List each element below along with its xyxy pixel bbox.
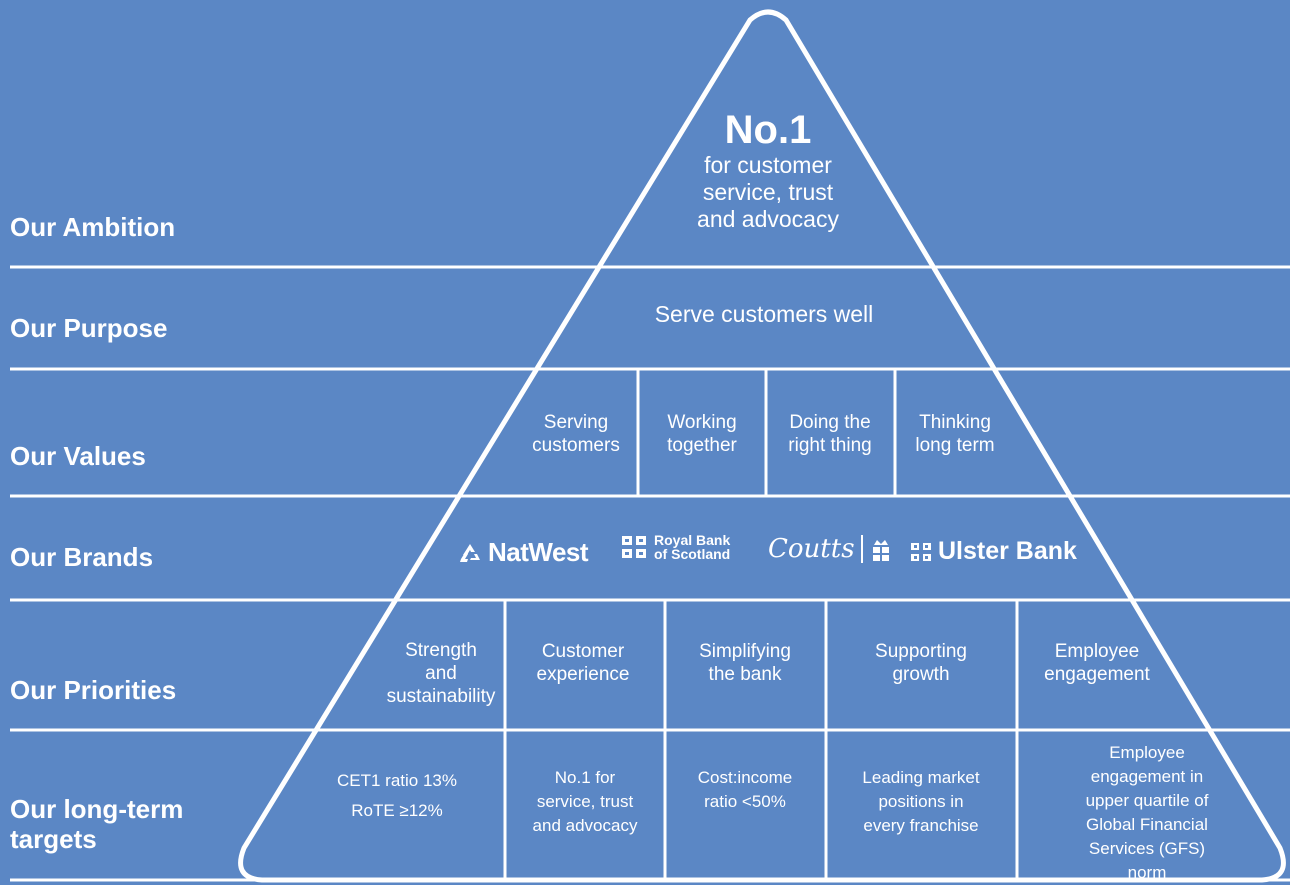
- level-label-values: Our Values: [10, 441, 146, 471]
- priority-cell: Supporting growth: [875, 640, 967, 686]
- ulster-daisy-icon: [911, 542, 931, 561]
- level-label-ambition: Our Ambition: [10, 212, 176, 242]
- target-line: engagement in: [1090, 767, 1204, 786]
- level-label-priorities: Our Priorities: [10, 675, 177, 705]
- level-label-targets: Our long-term targets: [10, 794, 184, 854]
- priority-cell: Customer experience: [537, 640, 630, 686]
- value-line: right thing: [788, 435, 872, 456]
- value-cell: Thinking long term: [915, 411, 994, 457]
- ambition-block: No.1 for customer service, trust and adv…: [697, 108, 839, 233]
- ambition-line-1: for customer: [704, 152, 832, 178]
- value-line: Working: [667, 412, 737, 433]
- ambition-line-2: service, trust: [702, 179, 834, 205]
- value-cell: Working together: [667, 411, 737, 457]
- ambition-headline: No.1: [724, 108, 812, 152]
- target-line: Cost:income: [697, 768, 793, 787]
- coutts-crown-icon: [872, 540, 889, 561]
- rbs-daisy-icon: [622, 536, 646, 558]
- priority-line: and: [425, 663, 457, 684]
- value-line: together: [667, 435, 737, 456]
- priority-line: sustainability: [386, 686, 496, 707]
- priority-line: Supporting: [875, 641, 967, 662]
- priority-line: Employee: [1054, 641, 1140, 662]
- level-label-brands: Our Brands: [10, 542, 154, 572]
- level-label-purpose: Our Purpose: [10, 313, 168, 343]
- target-line: and advocacy: [532, 816, 638, 835]
- priority-line: engagement: [1044, 664, 1150, 685]
- value-line: Doing the: [789, 412, 871, 433]
- priority-line: Simplifying: [699, 641, 791, 662]
- target-line: upper quartile of: [1085, 791, 1209, 810]
- rbs-name-line-1: Royal Bank: [654, 532, 731, 548]
- target-line: positions in: [878, 792, 964, 811]
- priority-line: growth: [892, 664, 950, 685]
- target-line: RoTE ≥12%: [351, 801, 443, 820]
- target-cell: No.1 for service, trust and advocacy: [533, 766, 638, 838]
- coutts-name: Coutts: [768, 534, 855, 564]
- priority-cell: Simplifying the bank: [699, 640, 791, 686]
- target-cell: Leading market positions in every franch…: [862, 766, 979, 838]
- value-line: Thinking: [919, 412, 991, 433]
- target-cell: Employee engagement in upper quartile of…: [1076, 741, 1219, 885]
- target-line: ratio <50%: [704, 792, 786, 811]
- purpose-text: Serve customers well: [654, 301, 874, 327]
- target-line: service, trust: [536, 792, 634, 811]
- priority-line: Customer: [541, 641, 625, 662]
- natwest-logo-icon: [460, 543, 480, 562]
- brand-royal-bank-of-scotland: Royal Bank of Scotland: [620, 533, 730, 561]
- target-cell: Cost:income ratio <50%: [698, 766, 792, 814]
- value-line: customers: [532, 435, 620, 456]
- target-line: Employee: [1109, 743, 1185, 762]
- ambition-line-3: and advocacy: [697, 206, 839, 232]
- brand-ulster-bank: Ulster Bank: [910, 537, 1077, 566]
- value-cell: Serving customers: [532, 411, 620, 457]
- target-line: Leading market: [862, 768, 980, 787]
- priority-line: experience: [536, 664, 630, 685]
- priority-cell: Employee engagement: [1044, 640, 1150, 686]
- priority-cell: Strength and sustainability: [387, 639, 496, 708]
- priority-line: the bank: [708, 664, 782, 685]
- coutts-divider: [860, 535, 863, 563]
- brand-coutts: Coutts: [768, 534, 893, 564]
- value-line: long term: [915, 435, 995, 456]
- ulster-name: Ulster Bank: [938, 537, 1077, 565]
- priority-line: Strength: [405, 640, 477, 661]
- value-cell: Doing the right thing: [788, 411, 871, 457]
- rbs-name-line-2: of Scotland: [654, 546, 731, 562]
- target-line: Global Financial: [1086, 815, 1208, 834]
- target-cell: CET1 ratio 13% RoTE ≥12%: [337, 766, 457, 826]
- target-line: Services (GFS) norm: [1088, 839, 1206, 882]
- brand-natwest: NatWest: [458, 537, 589, 568]
- pyramid-outline: [238, 9, 1286, 883]
- natwest-name: NatWest: [488, 537, 589, 567]
- target-line: every franchise: [863, 816, 979, 835]
- target-line: No.1 for: [554, 768, 616, 787]
- target-line: CET1 ratio 13%: [337, 771, 457, 790]
- value-line: Serving: [543, 412, 609, 433]
